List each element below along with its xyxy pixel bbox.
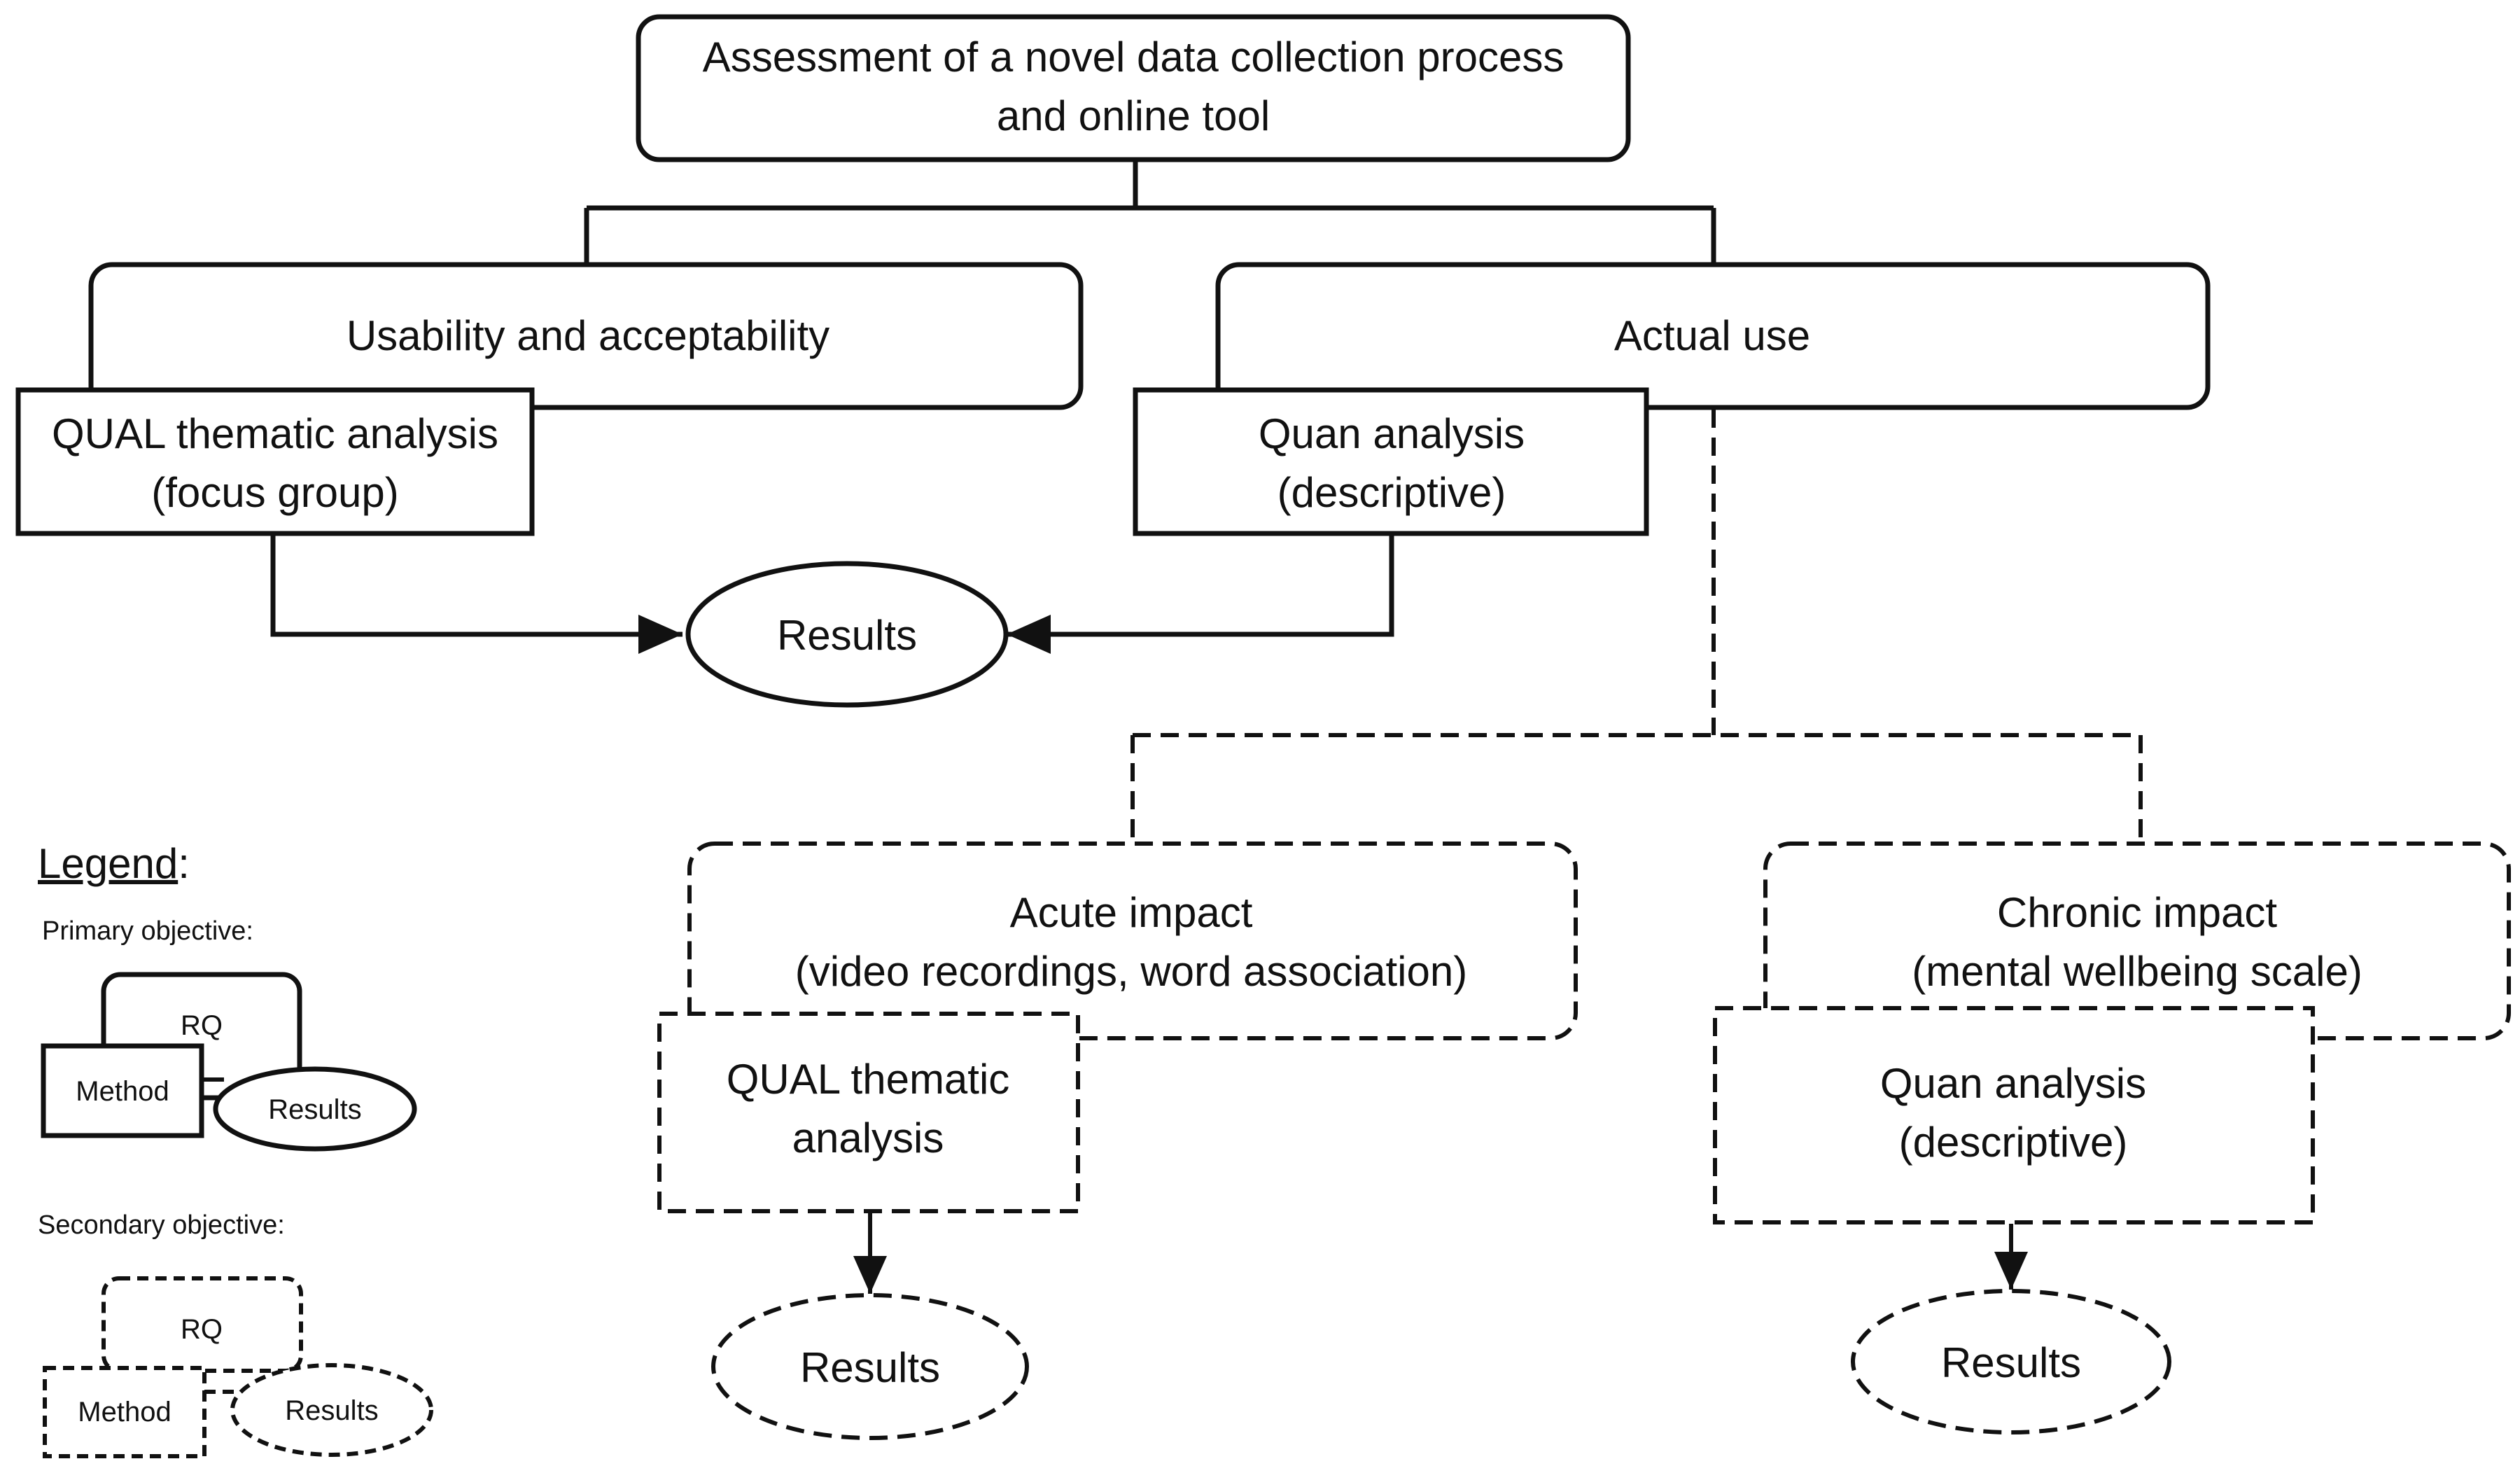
- primary-connectors: [270, 160, 1716, 654]
- usability-acceptability-box: Usability and acceptability: [88, 262, 1084, 410]
- legend-primary-rq: RQ: [181, 1010, 223, 1041]
- legend-primary-results: Results: [268, 1094, 361, 1125]
- legend-secondary-rq: RQ: [181, 1314, 223, 1345]
- secondary-arrows: [853, 1211, 2028, 1294]
- legend-title: Legend:: [38, 840, 190, 887]
- acute-impact-box: Acute impact (video recordings, word ass…: [687, 842, 1578, 1040]
- qual-to-results-arrow: [270, 532, 682, 654]
- qual-focus-line2: (focus group): [151, 469, 399, 516]
- top-objective-box: Assessment of a novel data collection pr…: [636, 14, 1631, 162]
- actual-use-box: Actual use: [1215, 262, 2211, 410]
- acute-line1: Acute impact: [1010, 889, 1253, 936]
- quan-descriptive-box: Quan analysis (descriptive): [1133, 387, 1649, 536]
- acute-line2: (video recordings, word association): [795, 948, 1467, 995]
- chronic-line1: Chronic impact: [1997, 889, 2277, 936]
- legend-secondary-results: Results: [285, 1395, 378, 1426]
- quan-actual-line1: Quan analysis: [1259, 410, 1525, 457]
- top-connector: [584, 160, 1716, 265]
- actual-use-dashed-branch: [1130, 410, 2143, 844]
- qual-thematic-acute-box: QUAL thematic analysis: [657, 1012, 1080, 1213]
- qual-acute-line1: QUAL thematic: [727, 1056, 1010, 1103]
- results-acute-ellipse: Results: [711, 1293, 1029, 1440]
- quan-chronic-line2: (descriptive): [1899, 1119, 2128, 1166]
- qual-acute-line2: analysis: [792, 1115, 944, 1161]
- legend-secondary-label: Secondary objective:: [38, 1210, 285, 1240]
- legend-title-text: Legend: [38, 840, 178, 887]
- legend-secondary-method: Method: [78, 1397, 171, 1427]
- quan-to-results-arrow: [1007, 532, 1394, 654]
- top-objective-line1: Assessment of a novel data collection pr…: [703, 34, 1564, 81]
- top-objective-line2: and online tool: [997, 92, 1270, 139]
- legend-primary-method: Method: [76, 1076, 169, 1107]
- chronic-line2: (mental wellbeing scale): [1912, 948, 2362, 995]
- legend-primary-label: Primary objective:: [42, 916, 253, 946]
- secondary-connectors: [1130, 410, 2143, 844]
- quan-chronic-line1: Quan analysis: [1880, 1060, 2146, 1107]
- legend-title-colon: :: [178, 840, 190, 887]
- legend: Legend: Primary objective: RQ Method Res…: [38, 840, 433, 1458]
- results-primary-ellipse: Results: [685, 561, 1009, 708]
- results-acute-label: Results: [800, 1344, 940, 1391]
- results-chronic-ellipse: Results: [1851, 1289, 2171, 1434]
- qual-thematic-focus-group-box: QUAL thematic analysis (focus group): [15, 387, 535, 536]
- usability-label: Usability and acceptability: [346, 312, 830, 359]
- quan-actual-line2: (descriptive): [1278, 469, 1506, 516]
- qual-focus-line1: QUAL thematic analysis: [52, 410, 498, 457]
- results-primary-label: Results: [777, 612, 917, 659]
- legend-secondary-sample: RQ Method Results: [43, 1276, 433, 1458]
- results-chronic-label: Results: [1941, 1339, 2081, 1386]
- legend-primary-sample: RQ Method Results: [41, 972, 417, 1152]
- actual-use-label: Actual use: [1614, 312, 1810, 359]
- quan-descriptive-chronic-box: Quan analysis (descriptive): [1713, 1006, 2315, 1224]
